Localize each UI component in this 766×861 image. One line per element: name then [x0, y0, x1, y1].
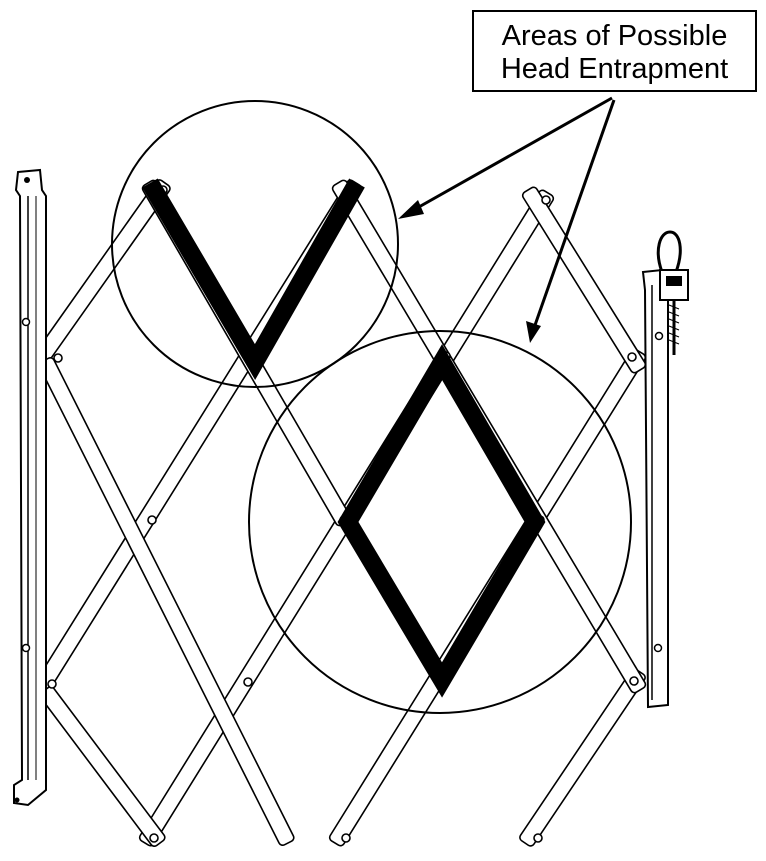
slat-pivot	[630, 677, 638, 685]
callout-label-box: Areas of Possible Head Entrapment	[472, 10, 757, 92]
slat-pivot	[534, 834, 542, 842]
right-mounting-post	[643, 270, 668, 707]
left-mounting-post	[14, 170, 46, 805]
slat-pivot	[148, 516, 156, 524]
diamond-opening-highlight	[348, 362, 535, 680]
callout-arrows	[398, 98, 614, 343]
gate-slat	[38, 356, 295, 846]
slat-pivot	[628, 353, 636, 361]
slat-pivot	[542, 196, 550, 204]
slat-pivot	[244, 678, 252, 686]
slat-pivot	[54, 354, 62, 362]
gate-lattice	[33, 178, 647, 847]
callout-line-1: Areas of Possible	[474, 20, 755, 53]
gate-slat	[518, 668, 646, 848]
gate-slat	[39, 685, 167, 848]
diamond-entrapment-circle	[249, 331, 631, 713]
callout-line-2: Head Entrapment	[474, 53, 755, 86]
gate-slat	[521, 186, 647, 374]
gate-slat	[33, 178, 171, 364]
slat-pivot	[342, 834, 350, 842]
slat-pivot	[48, 680, 56, 688]
slat-pivot	[150, 834, 158, 842]
